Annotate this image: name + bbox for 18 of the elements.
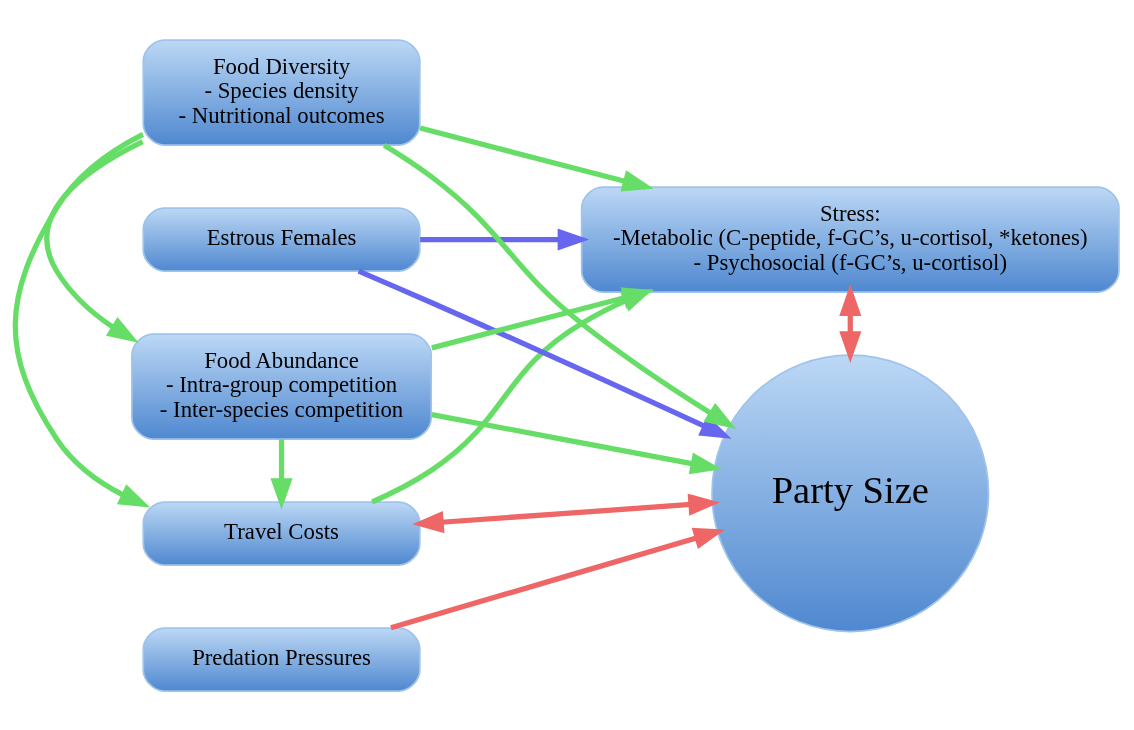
node-box: Food Diversity - Species density - Nutritional outcomes [142, 38, 421, 146]
node-box: Predation Pressures [142, 626, 421, 692]
arrow [270, 438, 293, 510]
arrow [419, 125, 654, 192]
node-box: Food Abundance - Intra-group competition - Inter-species competition [131, 332, 433, 440]
arrow [412, 493, 720, 533]
arrow [382, 142, 737, 429]
node-box: Estrous Females [142, 206, 421, 272]
arrow [44, 138, 144, 343]
node-circle: Party Size [711, 353, 990, 632]
arrow [357, 268, 732, 439]
arrow [12, 131, 151, 508]
arrow [420, 227, 590, 251]
arrow [839, 283, 862, 363]
node-box: Stress: -Metabolic (C-peptide, f-GC’s, u-cortisol, *ketones) - Psychosocial (f-GC’s, u-cortisol) [580, 185, 1120, 293]
node-box: Travel Costs [142, 500, 421, 566]
arrow [390, 527, 726, 630]
arrow [431, 411, 722, 474]
